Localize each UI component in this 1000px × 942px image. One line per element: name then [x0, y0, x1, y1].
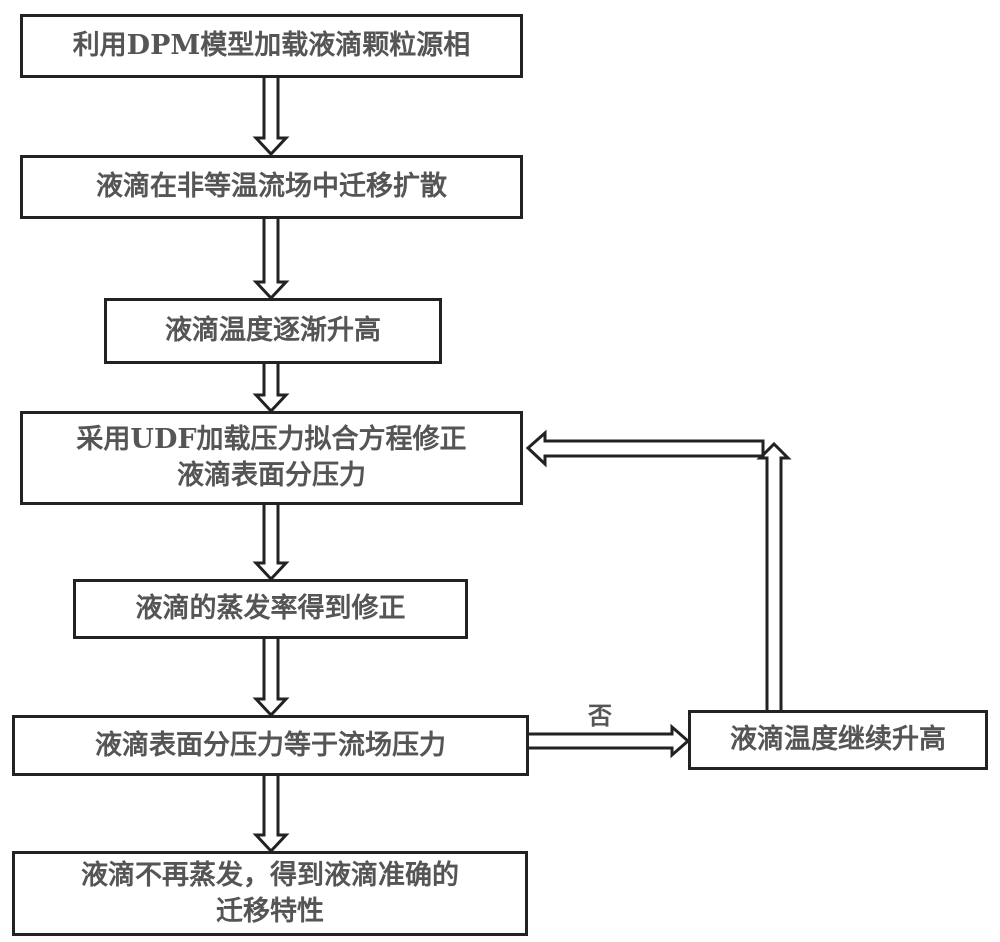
arrow-down-3	[252, 364, 290, 414]
arrow-up-loop	[756, 441, 792, 710]
step-text-line1: 采用UDF加载压力拟合方程修正	[76, 424, 467, 455]
branch-label-no: 否	[588, 701, 612, 730]
step-text: 液滴温度继续升高	[730, 724, 946, 755]
step-text: 液滴表面分压力等于流场压力	[95, 729, 446, 761]
step-text: 液滴温度逐渐升高	[165, 315, 381, 346]
arrow-down-4	[252, 505, 290, 582]
step-temperature-rise: 液滴温度逐渐升高	[104, 298, 442, 364]
step-text-line1: 液滴不再蒸发，得到液滴准确的	[81, 859, 459, 891]
step-droplet-migration: 液滴在非等温流场中迁移扩散	[20, 155, 523, 219]
arrow-down-2	[252, 219, 290, 301]
step-udf-pressure-correction: 采用UDF加载压力拟合方程修正液滴表面分压力	[20, 411, 523, 505]
arrow-down-1	[252, 78, 290, 157]
decision-pressure-equal: 液滴表面分压力等于流场压力	[12, 715, 529, 776]
arrow-down-6	[252, 776, 290, 854]
arrow-right-no	[529, 723, 691, 759]
step-final-migration: 液滴不再蒸发，得到液滴准确的迁移特性	[12, 851, 528, 936]
step-text: 利用DPM模型加载液滴颗粒源相	[72, 30, 471, 61]
step-load-droplet-source: 利用DPM模型加载液滴颗粒源相	[20, 14, 523, 78]
arrow-down-5	[252, 639, 290, 718]
arrow-left-loop	[525, 429, 765, 468]
step-text-line2: 液滴表面分压力	[177, 460, 366, 491]
step-text: 液滴的蒸发率得到修正	[135, 593, 406, 624]
step-text: 液滴在非等温流场中迁移扩散	[96, 171, 447, 202]
step-evaporation-corrected: 液滴的蒸发率得到修正	[73, 579, 468, 639]
step-temperature-continue-rise: 液滴温度继续升高	[688, 710, 988, 770]
step-text-line2: 迁移特性	[216, 895, 324, 927]
